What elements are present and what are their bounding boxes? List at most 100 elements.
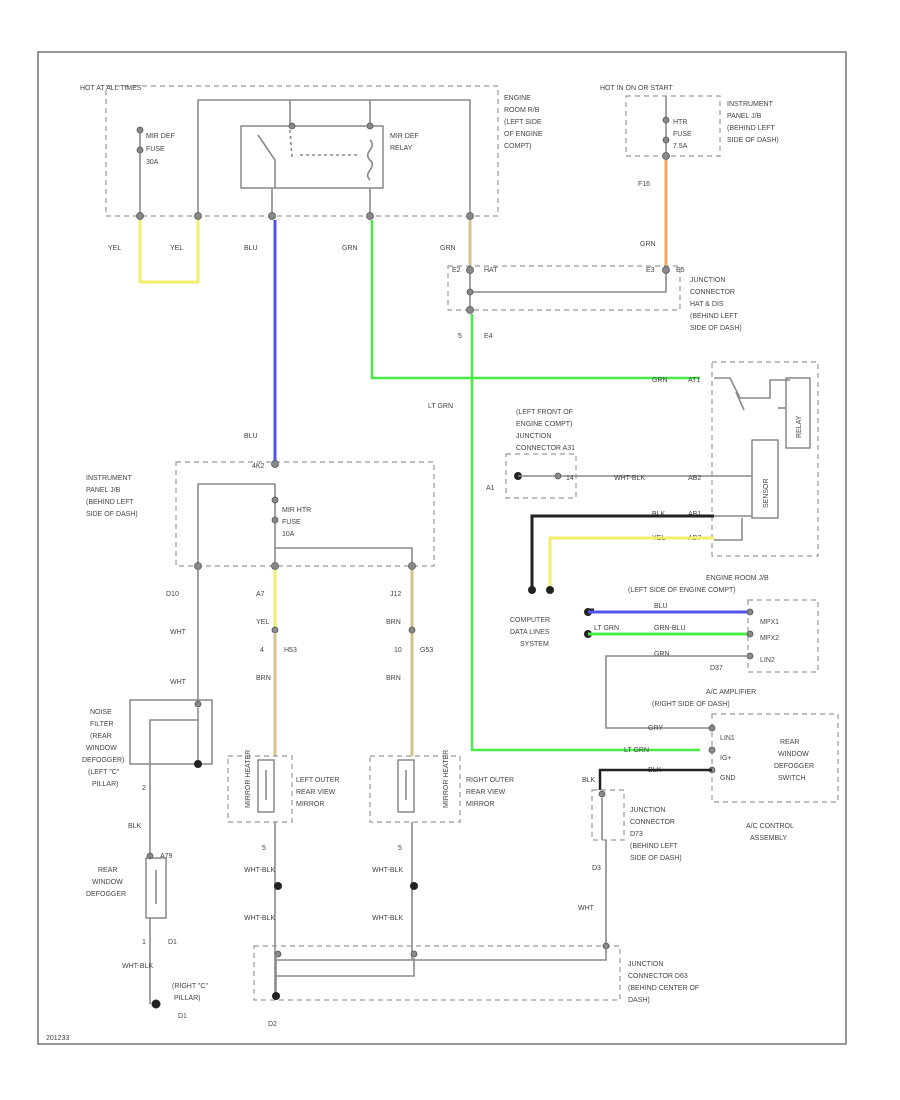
relay-label-2: RELAY (390, 145, 413, 152)
hat-pin-e2: E2 (452, 267, 461, 274)
ac-amp-label-1: A/C AMPLIFIER (706, 689, 756, 696)
d63-label-3: (BEHIND CENTER OF (628, 985, 699, 992)
wire-label-lt-grn: LT GRN (428, 403, 453, 410)
wire-yellow-loop (138, 220, 200, 284)
ac-wire-ltgrn: LT GRN (624, 747, 649, 754)
erjb-connector: D37 (710, 665, 723, 672)
ac-pin-ig: IG+ (720, 755, 731, 762)
htr-fuse-1: HTR (673, 119, 687, 126)
ground-right-c-1: (RIGHT "C" (172, 983, 208, 990)
d63-ground: D2 (268, 1021, 277, 1028)
computer-label-3: SYSTEM (520, 641, 549, 648)
defogger-label-1: REAR (98, 867, 117, 874)
ip-top-loc-1: INSTRUMENT (727, 101, 774, 108)
wire-label-grn-tan: GRN (440, 245, 456, 252)
data-wire-ltgrn: LT GRN (594, 625, 619, 632)
left-pin-a79: A79 (160, 853, 173, 860)
mir-htr-fuse-1: MIR HTR (282, 507, 311, 514)
hat-loc-2: CONNECTOR (690, 289, 735, 296)
rmirror-conn-id: G53 (420, 647, 433, 654)
lmirror-label-3: MIRROR (296, 801, 324, 808)
hat-pin-e3: E3 (646, 267, 655, 274)
lmirror-bpin: 5 (262, 845, 266, 852)
defogger-label-3: DEFOGGER (86, 891, 126, 898)
engine-room-fuse-box: HOT AT ALL TIMES MIR DEF FUSE 30A MIR DE… (80, 85, 543, 220)
sensor-w1-pin: AT1 (688, 377, 700, 384)
engine-jb-loc-3: (LEFT SIDE (504, 119, 542, 126)
ip-mid-loc-4: SIDE OF DASH) (86, 511, 138, 518)
lmirror-label-1: LEFT OUTER (296, 777, 339, 784)
wire-black-gnd (598, 768, 712, 790)
rbranch-wire-blk: BLK (582, 777, 596, 784)
wire-yellow-sensor (548, 536, 714, 588)
left-branch: WHT WHT NOISE FILTER (REAR WINDOW DEFOGG… (82, 570, 213, 1020)
lmirror-conn-id: H53 (284, 647, 297, 654)
a31-loc-1: (LEFT FRONT OF (516, 409, 573, 416)
diagram-frame (37, 51, 847, 1045)
wire-label-grn-orange: GRN (640, 241, 656, 248)
engine-jb-loc-4: OF ENGINE (504, 131, 543, 138)
filter-label-6: (LEFT "C" (88, 769, 120, 776)
ac-pin-lin1: LIN1 (720, 735, 735, 742)
a31-loc-3: JUNCTION (516, 433, 551, 440)
a31-loc-2: ENGINE COMPT) (516, 421, 572, 428)
ip-mid-loc-1: INSTRUMENT (86, 475, 133, 482)
rmirror-conn: 10 (394, 647, 402, 654)
hat-loc-3: HAT & DIS (690, 301, 724, 308)
wire-label-blu-mid: BLU (244, 433, 258, 440)
filter-label-5: DEFOGGER) (82, 757, 124, 764)
fuse-mir-def-1: MIR DEF (146, 133, 175, 140)
rmirror-label-1: RIGHT OUTER (466, 777, 514, 784)
rmirror-label-2: REAR VIEW (466, 789, 506, 796)
fuse-box-header: HOT AT ALL TIMES (80, 85, 142, 92)
ac-switch-2: WINDOW (778, 751, 809, 758)
sensor-relay-label: RELAY (796, 415, 803, 438)
mir-htr-fuse-2: FUSE (282, 519, 301, 526)
wire-label-grn-top: GRN (342, 245, 358, 252)
fuse-mir-def-3: 30A (146, 159, 159, 166)
sensor-w1-color: GRN (652, 377, 668, 384)
d63-label-2: CONNECTOR D63 (628, 973, 688, 980)
rmirror-label-3: MIRROR (466, 801, 494, 808)
erjb-pin-mpx1: MPX1 (760, 619, 779, 626)
d73-label-3: D73 (630, 831, 643, 838)
erjb-label-1: ENGINE ROOM J/B (706, 575, 769, 582)
erjb-wire: GRN (654, 651, 670, 658)
ip-mid-top-pin: 4K2 (252, 463, 265, 470)
ip-mid-pin-j12: J12 (390, 591, 401, 598)
sensor-sensor-label: SENSOR (763, 478, 770, 508)
computer-data-lines: COMPUTER DATA LINES SYSTEM BLU LT GRN GR… (510, 603, 750, 648)
ac-switch-4: SWITCH (778, 775, 806, 782)
a31-pin-a1: A1 (486, 485, 495, 492)
ac-amp-label-2: (RIGHT SIDE OF DASH) (652, 701, 730, 708)
junction-a31: (LEFT FRONT OF ENGINE COMPT) JUNCTION CO… (486, 409, 714, 499)
ac-switch-3: DEFOGGER (774, 763, 814, 770)
left-wire-whtblk: WHT-BLK (122, 963, 153, 970)
ip-fuse-top: HOT IN ON OR START HTR FUSE 7.5A INSTRUM… (600, 85, 779, 188)
data-wire-blu: BLU (654, 603, 668, 610)
left-wire-wht-1: WHT (170, 629, 187, 636)
engine-jb-loc-2: ROOM R/B (504, 107, 540, 114)
lmirror-side: MIRROR HEATER (245, 750, 252, 808)
rmirror-wire-brn2: BRN (386, 675, 401, 682)
filter-label-7: PILLAR) (92, 781, 118, 788)
d73-label-5: SIDE OF DASH) (630, 855, 682, 862)
d73-pin-d3: D3 (592, 865, 601, 872)
erjb-label-2: (LEFT SIDE OF ENGINE COMPT) (628, 587, 736, 594)
lmirror-conn: 4 (260, 647, 264, 654)
filter-label-2: FILTER (90, 721, 114, 728)
left-pin-d1: D1 (168, 939, 177, 946)
wire-green (370, 220, 700, 380)
d63-label-4: DASH) (628, 997, 650, 1004)
wire-lt-green (470, 314, 700, 752)
left-pin-2: 2 (142, 785, 146, 792)
rmirror-side: MIRROR HEATER (443, 750, 450, 808)
ground-d1: D1 (178, 1013, 187, 1020)
left-pin-1: 1 (142, 939, 146, 946)
ip-jb-middle: 4K2 MIR HTR FUSE 10A INSTRUMENT PANEL J/… (86, 460, 435, 598)
left-mirror: YEL 4 H53 BRN MIRROR HEATER LEFT OUTER R… (227, 570, 339, 1000)
mir-htr-fuse-3: 10A (282, 531, 295, 538)
filter-label-4: WINDOW (86, 745, 117, 752)
ip-mid-pin-d10: D10 (166, 591, 179, 598)
lmirror-wire-yel: YEL (256, 619, 269, 626)
